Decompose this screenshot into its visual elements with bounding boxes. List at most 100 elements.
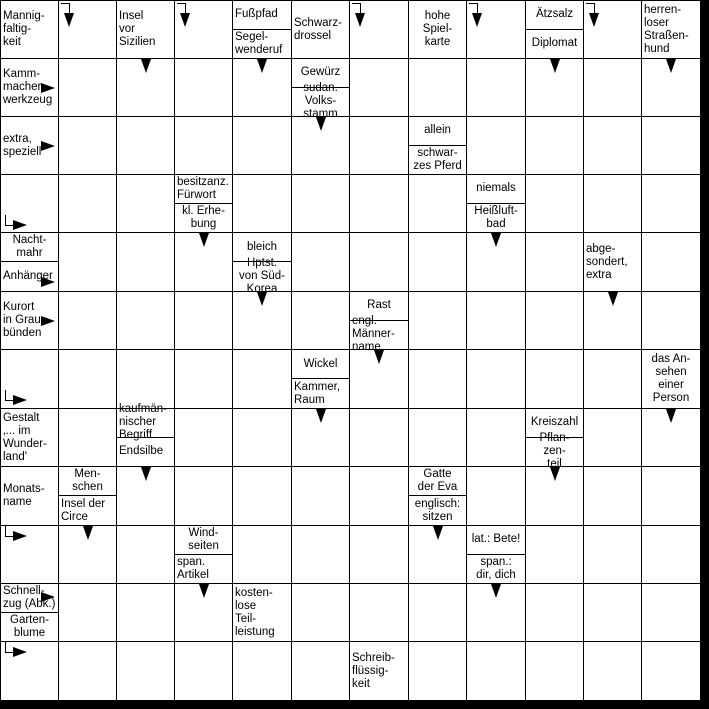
answer-cell[interactable]: [59, 233, 117, 292]
answer-cell[interactable]: [117, 292, 175, 350]
answer-cell[interactable]: [526, 59, 584, 117]
answer-cell[interactable]: [642, 292, 701, 350]
answer-cell[interactable]: [117, 59, 175, 117]
answer-cell[interactable]: [467, 350, 526, 409]
answer-cell[interactable]: [584, 117, 642, 175]
answer-cell[interactable]: [292, 526, 350, 584]
answer-cell[interactable]: [409, 584, 467, 642]
answer-cell[interactable]: [59, 0, 117, 59]
answer-cell[interactable]: [233, 526, 292, 584]
answer-cell[interactable]: [0, 350, 59, 409]
answer-cell[interactable]: [59, 642, 117, 701]
answer-cell[interactable]: [117, 350, 175, 409]
answer-cell[interactable]: [292, 175, 350, 233]
answer-cell[interactable]: [59, 526, 117, 584]
answer-cell[interactable]: [409, 409, 467, 467]
answer-cell[interactable]: [526, 350, 584, 409]
answer-cell[interactable]: [233, 642, 292, 701]
answer-cell[interactable]: [350, 175, 409, 233]
answer-cell[interactable]: [526, 233, 584, 292]
answer-cell[interactable]: [526, 175, 584, 233]
answer-cell[interactable]: [526, 467, 584, 526]
answer-cell[interactable]: [467, 0, 526, 59]
answer-cell[interactable]: [117, 467, 175, 526]
answer-cell[interactable]: [350, 526, 409, 584]
answer-cell[interactable]: [350, 409, 409, 467]
answer-cell[interactable]: [526, 584, 584, 642]
answer-cell[interactable]: [233, 409, 292, 467]
answer-cell[interactable]: [117, 526, 175, 584]
answer-cell[interactable]: [642, 175, 701, 233]
answer-cell[interactable]: [59, 59, 117, 117]
answer-cell[interactable]: [584, 526, 642, 584]
answer-cell[interactable]: [642, 526, 701, 584]
answer-cell[interactable]: [467, 59, 526, 117]
answer-cell[interactable]: [233, 117, 292, 175]
answer-cell[interactable]: [59, 584, 117, 642]
answer-cell[interactable]: [117, 584, 175, 642]
answer-cell[interactable]: [467, 409, 526, 467]
answer-cell[interactable]: [117, 642, 175, 701]
answer-cell[interactable]: [526, 117, 584, 175]
answer-cell[interactable]: [526, 526, 584, 584]
answer-cell[interactable]: [467, 233, 526, 292]
answer-cell[interactable]: [467, 642, 526, 701]
answer-cell[interactable]: [175, 350, 233, 409]
answer-cell[interactable]: [350, 59, 409, 117]
answer-cell[interactable]: [175, 0, 233, 59]
answer-cell[interactable]: [233, 467, 292, 526]
answer-cell[interactable]: [584, 175, 642, 233]
answer-cell[interactable]: [584, 0, 642, 59]
answer-cell[interactable]: [233, 292, 292, 350]
answer-cell[interactable]: [642, 117, 701, 175]
answer-cell[interactable]: [350, 117, 409, 175]
answer-cell[interactable]: [409, 233, 467, 292]
answer-cell[interactable]: [292, 642, 350, 701]
answer-cell[interactable]: [175, 584, 233, 642]
answer-cell[interactable]: [117, 233, 175, 292]
answer-cell[interactable]: [350, 350, 409, 409]
answer-cell[interactable]: [642, 409, 701, 467]
answer-cell[interactable]: [292, 584, 350, 642]
answer-cell[interactable]: [117, 117, 175, 175]
answer-cell[interactable]: [467, 467, 526, 526]
answer-cell[interactable]: [584, 409, 642, 467]
answer-cell[interactable]: [175, 642, 233, 701]
answer-cell[interactable]: [526, 642, 584, 701]
answer-cell[interactable]: [350, 467, 409, 526]
answer-cell[interactable]: [175, 292, 233, 350]
answer-cell[interactable]: [292, 467, 350, 526]
answer-cell[interactable]: [175, 233, 233, 292]
answer-cell[interactable]: [59, 350, 117, 409]
answer-cell[interactable]: [292, 117, 350, 175]
answer-cell[interactable]: [59, 175, 117, 233]
answer-cell[interactable]: [409, 642, 467, 701]
answer-cell[interactable]: [467, 292, 526, 350]
answer-cell[interactable]: [642, 467, 701, 526]
answer-cell[interactable]: [175, 467, 233, 526]
answer-cell[interactable]: [350, 0, 409, 59]
answer-cell[interactable]: [292, 233, 350, 292]
answer-cell[interactable]: [526, 292, 584, 350]
answer-cell[interactable]: [175, 59, 233, 117]
answer-cell[interactable]: [175, 117, 233, 175]
answer-cell[interactable]: [642, 59, 701, 117]
answer-cell[interactable]: [409, 292, 467, 350]
answer-cell[interactable]: [59, 292, 117, 350]
answer-cell[interactable]: [584, 292, 642, 350]
answer-cell[interactable]: [233, 350, 292, 409]
answer-cell[interactable]: [584, 584, 642, 642]
answer-cell[interactable]: [409, 59, 467, 117]
answer-cell[interactable]: [0, 526, 59, 584]
answer-cell[interactable]: [584, 59, 642, 117]
answer-cell[interactable]: [59, 117, 117, 175]
answer-cell[interactable]: [0, 642, 59, 701]
answer-cell[interactable]: [292, 292, 350, 350]
answer-cell[interactable]: [409, 350, 467, 409]
answer-cell[interactable]: [350, 584, 409, 642]
answer-cell[interactable]: [233, 59, 292, 117]
answer-cell[interactable]: [584, 350, 642, 409]
answer-cell[interactable]: [642, 584, 701, 642]
answer-cell[interactable]: [584, 642, 642, 701]
answer-cell[interactable]: [642, 642, 701, 701]
